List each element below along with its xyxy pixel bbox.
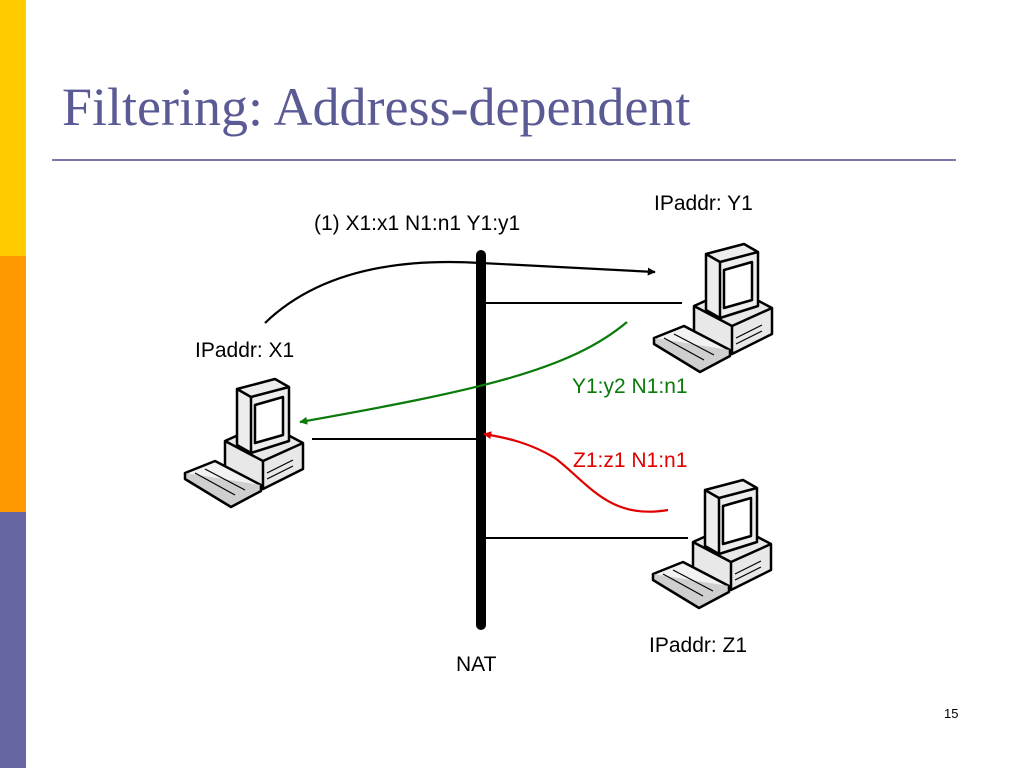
title-underline <box>52 159 956 161</box>
nat-label: NAT <box>456 653 497 676</box>
slide-title: Filtering: Address-dependent <box>62 77 691 137</box>
computer-x1-icon <box>183 377 305 509</box>
accent-bar-purple <box>0 512 26 768</box>
accent-bar-yellow <box>0 0 26 256</box>
host-x1-label: IPaddr: X1 <box>195 339 295 362</box>
host-y1-label: IPaddr: Y1 <box>654 192 753 215</box>
packet1-arrow <box>264 260 656 324</box>
computer-z1-icon <box>651 478 773 610</box>
accent-bar-orange <box>0 256 26 512</box>
host-z1-label: IPaddr: Z1 <box>649 634 748 657</box>
packet3-arrow <box>483 431 669 513</box>
packet2-arrow <box>299 321 628 425</box>
packet2-label: Y1:y2 N1:n1 <box>572 375 688 398</box>
computer-y1-icon <box>652 242 774 374</box>
page-number: 15 <box>944 706 959 721</box>
packet3-label: Z1:z1 N1:n1 <box>573 449 688 472</box>
packet1-label: (1) X1:x1 N1:n1 Y1:y1 <box>314 212 521 235</box>
